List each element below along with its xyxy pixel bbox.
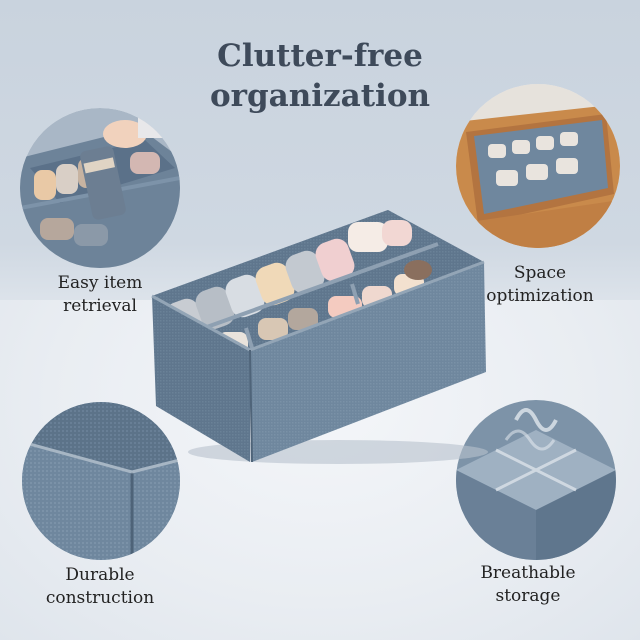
easy-retrieval-photo (20, 108, 180, 268)
caption-easy-item-retrieval: Easy item retrieval (0, 272, 200, 318)
organizer-box (151, 210, 488, 464)
caption-line1: Easy item (57, 273, 143, 293)
headline-line2: organization (209, 78, 431, 114)
space-optimization-photo (456, 84, 620, 248)
durable-construction-photo (22, 402, 180, 560)
caption-line2: optimization (486, 286, 594, 306)
caption-breathable-storage: Breathable storage (428, 562, 628, 608)
headline-line1: Clutter-free (217, 38, 423, 74)
caption-line1: Durable (65, 565, 135, 585)
caption-durable-construction: Durable construction (0, 564, 200, 610)
caption-line2: retrieval (63, 296, 137, 316)
caption-space-optimization: Space optimization (440, 262, 640, 308)
caption-line1: Breathable (480, 563, 576, 583)
caption-line1: Space (513, 263, 567, 283)
caption-line2: construction (45, 588, 155, 608)
caption-line2: storage (495, 586, 561, 606)
